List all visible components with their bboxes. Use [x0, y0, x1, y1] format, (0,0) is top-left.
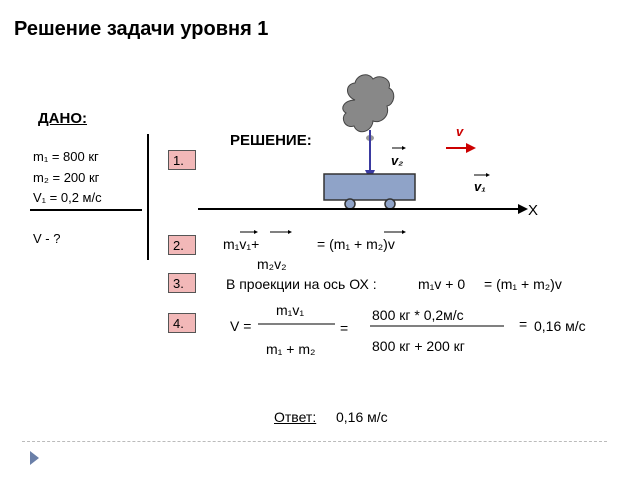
velocity-v-arrow-head	[466, 143, 476, 153]
boulder-shape	[342, 74, 395, 133]
step4-equals: =	[340, 320, 349, 336]
slide-nav-arrow-icon[interactable]	[30, 451, 39, 465]
cart-body	[323, 173, 416, 201]
step4-denominator: m₁ + m₂	[266, 341, 316, 357]
step4-numerator: m₁v₁	[276, 302, 305, 318]
cart-wheel-left	[344, 198, 356, 210]
step3-eq-right: = (m₁ + m₂)v	[484, 276, 562, 292]
velocity-v1-label: v₁	[474, 179, 486, 194]
x-axis-head	[518, 204, 528, 214]
step4-v-label: V =	[230, 318, 252, 334]
slide-title: Решение задачи уровня 1	[14, 18, 269, 40]
step-1-badge: 1.	[168, 150, 196, 170]
slide-bottom-divider	[22, 441, 607, 442]
given-heading: ДАНО:	[38, 110, 88, 127]
velocity-v-label: v	[456, 124, 464, 139]
step2-lhs: m₁v₁+	[223, 236, 260, 252]
step4-equals-2: =	[519, 316, 528, 332]
step4-numerator-value: 800 кг * 0,2м/с	[372, 307, 464, 323]
axis-x-label: X	[528, 202, 539, 219]
cart-wheel-right	[384, 198, 396, 210]
step-2-badge: 2.	[168, 235, 196, 255]
given-m1: m₁ = 800 кг	[33, 149, 99, 164]
step-4-badge: 4.	[168, 313, 196, 333]
given-find: V - ?	[33, 231, 61, 246]
step3-eq-left: m₁v + 0	[418, 276, 466, 292]
step4-result: 0,16 м/с	[534, 318, 586, 334]
given-m2: m₂ = 200 кг	[33, 170, 100, 185]
given-v1: V₁ = 0,2 м/с	[33, 190, 102, 205]
step2-rhs: = (m₁ + m₂)v	[317, 236, 395, 252]
answer-value: 0,16 м/с	[336, 409, 388, 425]
answer-label: Ответ:	[274, 409, 317, 425]
step4-denominator-value: 800 кг + 200 кг	[372, 338, 465, 354]
velocity-v2-label: v₂	[391, 153, 404, 168]
step2-under: m₂v₂	[257, 256, 287, 272]
step3-text: В проекции на ось ОХ :	[226, 276, 377, 292]
step-3-badge: 3.	[168, 273, 196, 293]
solution-heading: РЕШЕНИЕ:	[230, 132, 312, 149]
